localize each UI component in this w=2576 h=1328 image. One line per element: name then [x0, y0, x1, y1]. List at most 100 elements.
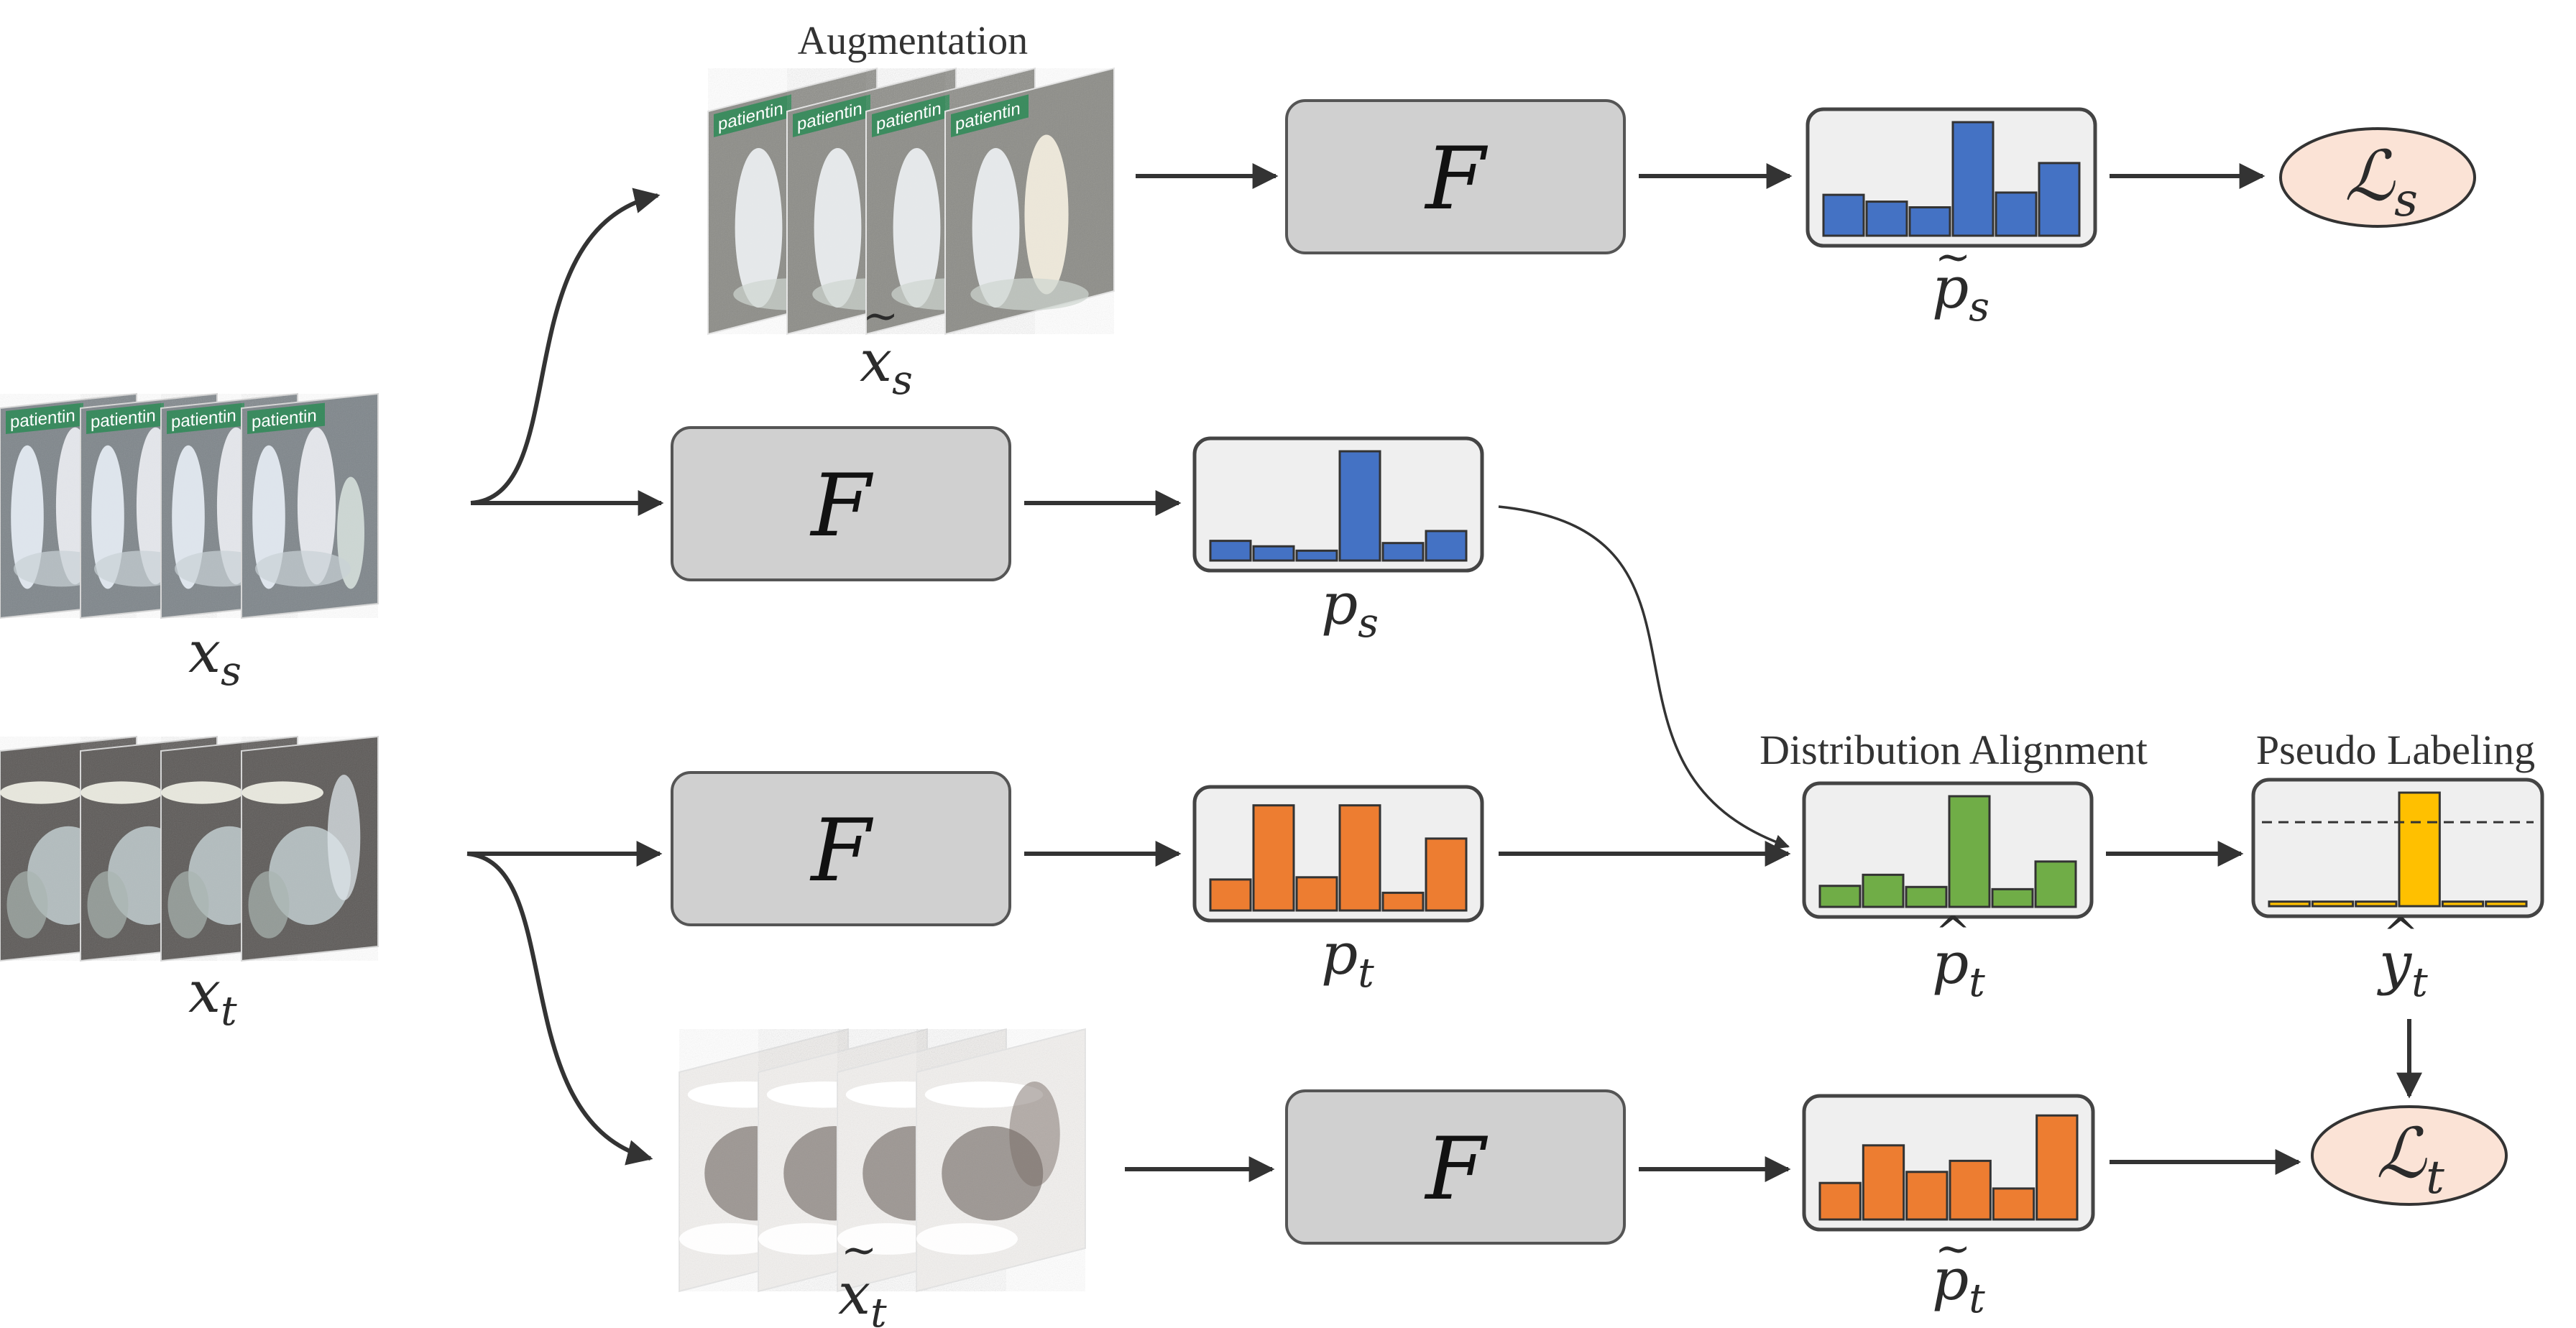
- histogram-bar: [1905, 885, 1948, 908]
- histogram-bar: [1948, 795, 1991, 908]
- histogram-bar: [1252, 545, 1295, 562]
- arrow-xs-to-augment: [470, 188, 661, 505]
- histogram-bar: [1991, 887, 2034, 908]
- svg-text:xs: xs: [188, 619, 242, 695]
- tag-background: [6, 402, 83, 434]
- math-base: p: [1932, 1246, 1969, 1313]
- augmented-target-video-frames: [678, 1028, 1086, 1293]
- math-base: x: [860, 328, 892, 395]
- svg-text:pt: pt: [1321, 921, 1374, 997]
- svg-text:yt: yt: [2377, 930, 2428, 1006]
- label-p-s-aug: ~ ps: [1932, 232, 1990, 331]
- encoder-box-target: F: [671, 771, 1011, 926]
- histogram-bar: [1381, 891, 1425, 912]
- histogram-bar: [1425, 530, 1468, 562]
- frame-figure: [679, 1223, 781, 1255]
- svg-text:pt: pt: [1932, 1246, 1985, 1322]
- math-subscript: s: [892, 357, 913, 404]
- frame-figure: [972, 148, 1020, 308]
- frame-figure: [255, 550, 351, 587]
- video-frame: [241, 735, 379, 962]
- frame-figure: [814, 148, 862, 308]
- math-subscript: t: [1969, 959, 1985, 1006]
- histogram-bar: [1209, 540, 1252, 562]
- frame-figure: [87, 871, 129, 939]
- frame-figure: [167, 871, 209, 939]
- frame-figure: [1024, 134, 1069, 295]
- math-subscript: t: [221, 988, 237, 1035]
- histogram-y-t-hat: [2251, 778, 2544, 918]
- frame-figure: [161, 781, 243, 804]
- math-subscript: s: [1358, 600, 1379, 647]
- histogram-bar: [1862, 1144, 1905, 1221]
- histogram-panel: [1192, 436, 1484, 573]
- histogram-bar: [1995, 191, 2038, 237]
- histogram-bar: [2036, 1114, 2079, 1221]
- arrow-xt-to-augment: [466, 852, 653, 1166]
- frame-figure: [297, 427, 336, 585]
- tag-background: [86, 402, 164, 434]
- histogram-bar: [1252, 804, 1295, 912]
- histogram-bar: [1822, 193, 1865, 237]
- target-video-frames: [0, 735, 379, 962]
- histogram-bar: [1425, 837, 1468, 912]
- math-subscript: t: [1969, 1276, 1985, 1322]
- label-p-t-hat: ^ pt: [1932, 908, 1985, 1006]
- histogram-bar: [1905, 1171, 1949, 1221]
- math-base: x: [188, 619, 221, 686]
- histogram-bar: [2268, 900, 2311, 908]
- math-subscript: s: [221, 648, 242, 695]
- svg-text:pt: pt: [1932, 930, 1985, 1006]
- loss-source: ℒs: [2279, 127, 2476, 228]
- histogram-bar: [1338, 450, 1381, 562]
- svg-text:xt: xt: [838, 1260, 887, 1328]
- frame-figure: [735, 148, 783, 308]
- label-x-t-aug: ~ xt: [838, 1225, 887, 1328]
- histogram-p-s: [1192, 436, 1484, 573]
- svg-text:ℒt: ℒt: [2376, 1113, 2444, 1204]
- frame-figure: [242, 781, 323, 804]
- histogram-bar: [1209, 878, 1252, 912]
- histogram-p-t-aug: [1802, 1094, 2095, 1232]
- frame-figure: [970, 278, 1089, 310]
- accent-mark: ~: [1935, 1224, 1971, 1274]
- math-base: p: [1932, 254, 1969, 321]
- tag-background: [951, 94, 1029, 137]
- frame-figure: [916, 1223, 1018, 1255]
- histogram-p-t-hat: [1802, 781, 2094, 919]
- frame-figure: [1009, 1082, 1060, 1186]
- svg-text:xs: xs: [860, 328, 913, 404]
- accent-mark: ~: [1935, 232, 1971, 282]
- math-subscript: t: [1358, 950, 1374, 997]
- frame-tag: patientin: [6, 402, 83, 434]
- loss-subscript: t: [2426, 1151, 2444, 1204]
- histogram-bar: [1338, 804, 1381, 912]
- frame-figure: [893, 148, 941, 308]
- histogram-bar: [1818, 885, 1862, 908]
- label-x-s: xs: [188, 619, 242, 695]
- histogram-bar: [1295, 549, 1338, 562]
- histogram-bar: [1295, 876, 1338, 912]
- frame-figure: [11, 445, 44, 589]
- distribution-alignment-label: Distribution Alignment: [1760, 727, 2148, 773]
- encoder-symbol: F: [809, 801, 873, 901]
- label-p-t: pt: [1321, 921, 1374, 997]
- histogram-bar: [1381, 542, 1425, 562]
- math-subscript: t: [2411, 959, 2428, 1006]
- label-y-t-hat: ^ yt: [2377, 909, 2428, 1006]
- frame-figure: [837, 1223, 939, 1255]
- encoder-symbol: F: [1424, 129, 1488, 229]
- histogram-panel: [2251, 778, 2544, 918]
- frame-figure: [248, 871, 290, 939]
- histogram-bar: [2441, 900, 2485, 908]
- frame-figure: [327, 775, 361, 900]
- augmentation-label: Augmentation: [798, 19, 1028, 63]
- label-x-t: xt: [188, 959, 237, 1035]
- tag-background: [872, 94, 949, 137]
- frame-figure: [80, 781, 162, 804]
- arrows: [466, 163, 2422, 1182]
- encoder-symbol: F: [809, 456, 873, 556]
- video-frame: patientin: [241, 392, 379, 619]
- accent-mark: ^: [1935, 908, 1971, 958]
